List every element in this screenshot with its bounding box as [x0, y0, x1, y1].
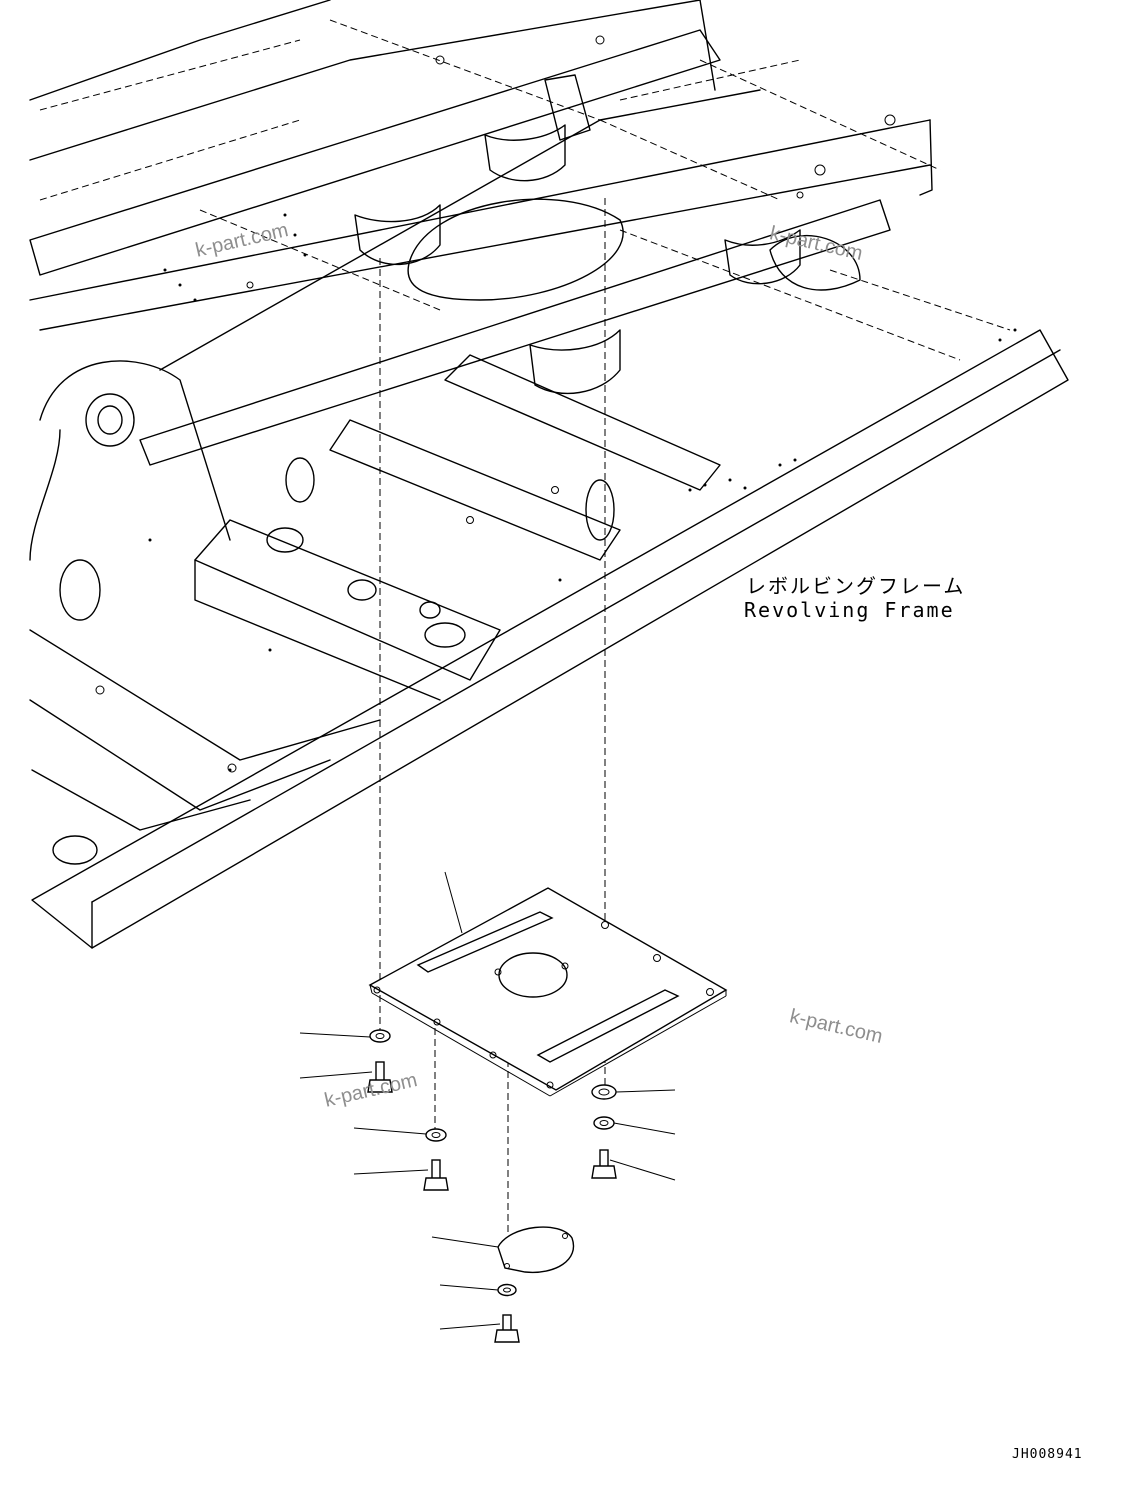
frame-label-japanese: レボルビングフレーム: [746, 574, 966, 598]
washers: [369, 1029, 617, 1297]
small-round-cover: [431, 1226, 575, 1274]
bolts: [367, 1061, 617, 1343]
revolving-frame-illustration: [29, 0, 1069, 949]
drawing-code: JH008941: [1012, 1447, 1083, 1462]
cover-plate: [368, 871, 728, 1097]
frame-label-english: Revolving Frame: [744, 598, 955, 622]
leader-lines: [299, 1032, 676, 1330]
